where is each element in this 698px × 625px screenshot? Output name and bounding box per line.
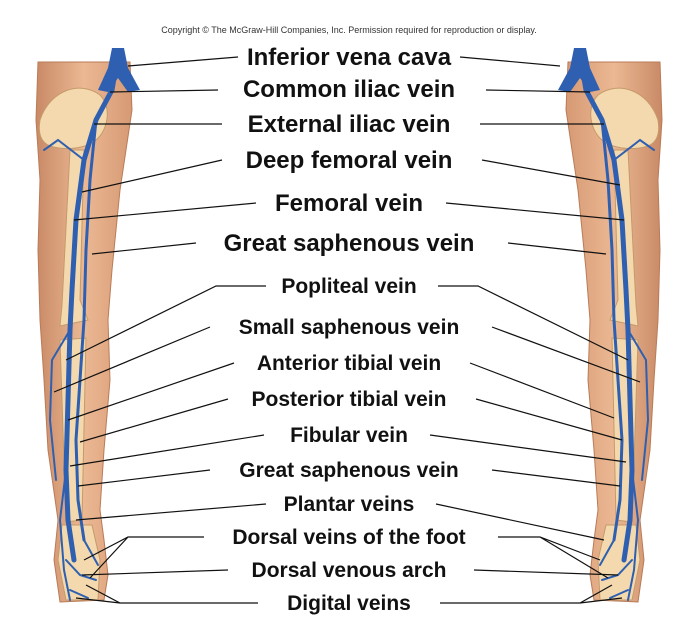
leader-posterior-tibial-right bbox=[475, 398, 623, 441]
right-branch-vein-1 bbox=[613, 138, 655, 161]
leader-anterior-tibial-right bbox=[469, 362, 615, 419]
leader-small-saphenous-right bbox=[491, 326, 641, 383]
label-femoral-vein: Femoral vein bbox=[0, 190, 698, 217]
label-inferior-vena-cava: Inferior vena cava bbox=[0, 44, 698, 71]
label-external-iliac-vein: External iliac vein bbox=[0, 111, 698, 138]
right-saphenous-vein bbox=[600, 118, 624, 542]
right-branch-vein-2 bbox=[627, 329, 650, 481]
leader-great-saphenous-upper-left bbox=[91, 242, 197, 255]
leader-plantar-left bbox=[75, 503, 267, 521]
leader-deep-femoral-left bbox=[81, 159, 223, 193]
leader-deep-femoral-right bbox=[481, 159, 621, 186]
label-popliteal-vein: Popliteal vein bbox=[0, 275, 698, 298]
leader-popliteal-left bbox=[65, 285, 266, 361]
left-saphenous-vein bbox=[74, 118, 98, 542]
label-deep-femoral-vein: Deep femoral vein bbox=[0, 147, 698, 174]
leader-plantar-right bbox=[435, 503, 605, 541]
left-branch-vein-1 bbox=[43, 138, 85, 161]
leader-common-iliac-left bbox=[109, 89, 219, 93]
leader-digital-right bbox=[440, 584, 623, 604]
leader-great-saphenous-lower-left bbox=[77, 469, 211, 487]
right-branch-vein-3 bbox=[627, 469, 640, 601]
right-ivc-vein bbox=[558, 48, 600, 92]
leader-great-saphenous-lower-right bbox=[491, 469, 621, 487]
label-great-saphenous-vein-lower: Great saphenous vein bbox=[0, 459, 698, 482]
right-foot-bones bbox=[597, 524, 641, 601]
label-small-saphenous-vein: Small saphenous vein bbox=[0, 316, 698, 339]
leader-common-iliac-right bbox=[485, 89, 591, 93]
left-main-vein bbox=[63, 52, 121, 563]
leader-dorsal-arch-right bbox=[473, 569, 619, 576]
left-ivc-vein bbox=[98, 48, 140, 92]
label-common-iliac-vein: Common iliac vein bbox=[0, 76, 698, 103]
leader-small-saphenous-left bbox=[53, 326, 211, 393]
copyright-notice: Copyright © The McGraw-Hill Companies, I… bbox=[161, 25, 537, 35]
leader-posterior-tibial-left bbox=[79, 398, 229, 443]
label-dorsal-veins-of-the-foot: Dorsal veins of the foot bbox=[0, 526, 698, 549]
leader-dorsal-foot-left bbox=[83, 536, 204, 579]
left-branch-vein-2 bbox=[48, 329, 71, 481]
leader-dorsal-arch-left bbox=[81, 569, 229, 576]
leader-fibular-right bbox=[429, 434, 627, 463]
label-digital-veins: Digital veins bbox=[0, 592, 698, 615]
right-main-vein bbox=[577, 52, 635, 563]
leader-great-saphenous-upper-right bbox=[507, 242, 607, 255]
label-dorsal-venous-arch: Dorsal venous arch bbox=[0, 559, 698, 582]
leader-anterior-tibial-left bbox=[67, 362, 235, 421]
leader-femoral-left bbox=[73, 202, 257, 221]
left-leg bbox=[35, 48, 140, 603]
leader-popliteal-right bbox=[438, 285, 629, 361]
leader-digital-left bbox=[75, 584, 258, 604]
left-foot-veins bbox=[65, 539, 99, 599]
leader-inferior-vena-cava-left bbox=[127, 56, 239, 67]
label-posterior-tibial-vein: Posterior tibial vein bbox=[0, 388, 698, 411]
label-fibular-vein: Fibular vein bbox=[0, 424, 698, 447]
leader-lines bbox=[53, 56, 641, 604]
leader-femoral-right bbox=[445, 202, 625, 221]
right-leg bbox=[558, 48, 663, 603]
leader-inferior-vena-cava-right bbox=[459, 56, 561, 67]
leader-fibular-left bbox=[69, 434, 265, 467]
label-great-saphenous-vein-upper: Great saphenous vein bbox=[0, 230, 698, 257]
leader-dorsal-foot-right bbox=[498, 536, 609, 579]
left-branch-vein-3 bbox=[58, 469, 71, 601]
label-plantar-veins: Plantar veins bbox=[0, 493, 698, 516]
label-anterior-tibial-vein: Anterior tibial vein bbox=[0, 352, 698, 375]
